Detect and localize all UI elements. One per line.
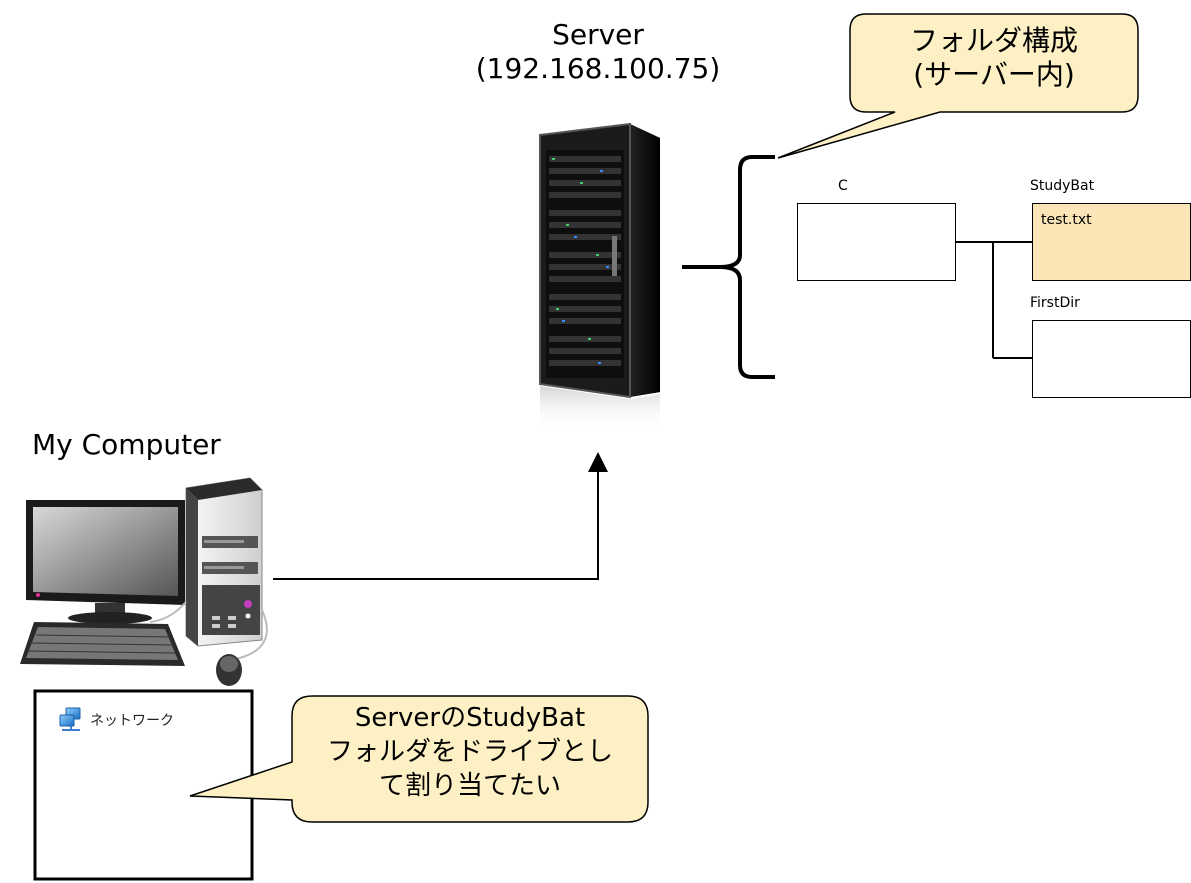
folder-root-box [797,203,956,281]
server-ip: (192.168.100.75) [475,51,721,85]
folder-structure-brace [682,155,775,379]
file-test-txt: test.txt [1041,212,1092,228]
folder-root-label: C [838,178,848,194]
computer-label: My Computer [32,428,221,461]
request-line1: ServerのStudyBat [354,703,586,733]
request-callout-text: ServerのStudyBat フォルダをドライブとし て割り当てたい [296,702,644,803]
folder-first-label: FirstDir [1030,295,1080,311]
network-icon [59,707,81,731]
request-line2: フォルダをドライブとし [326,736,613,767]
folder-tree-connectors [956,241,1032,359]
folder-study-box: test.txt [1032,203,1191,281]
server-rack-icon [539,122,660,430]
folder-callout-line2: (サーバー内) [913,58,1075,92]
connection-arrow [273,452,608,580]
folder-first-box [1032,320,1191,398]
folder-study-label: StudyBat [1030,178,1095,194]
folder-callout-text: フォルダ構成 (サーバー内) [852,24,1136,92]
server-title: Server [552,18,644,51]
network-item[interactable]: ネットワーク [90,710,174,730]
server-label: Server (192.168.100.75) [440,18,756,85]
network-label: ネットワーク [90,713,174,729]
request-callout [189,695,649,823]
folder-structure-callout [777,13,1139,159]
desktop-computer-icon [20,477,268,686]
folder-callout-line1: フォルダ構成 [909,24,1078,57]
request-line3: て割り当てたい [378,770,561,801]
